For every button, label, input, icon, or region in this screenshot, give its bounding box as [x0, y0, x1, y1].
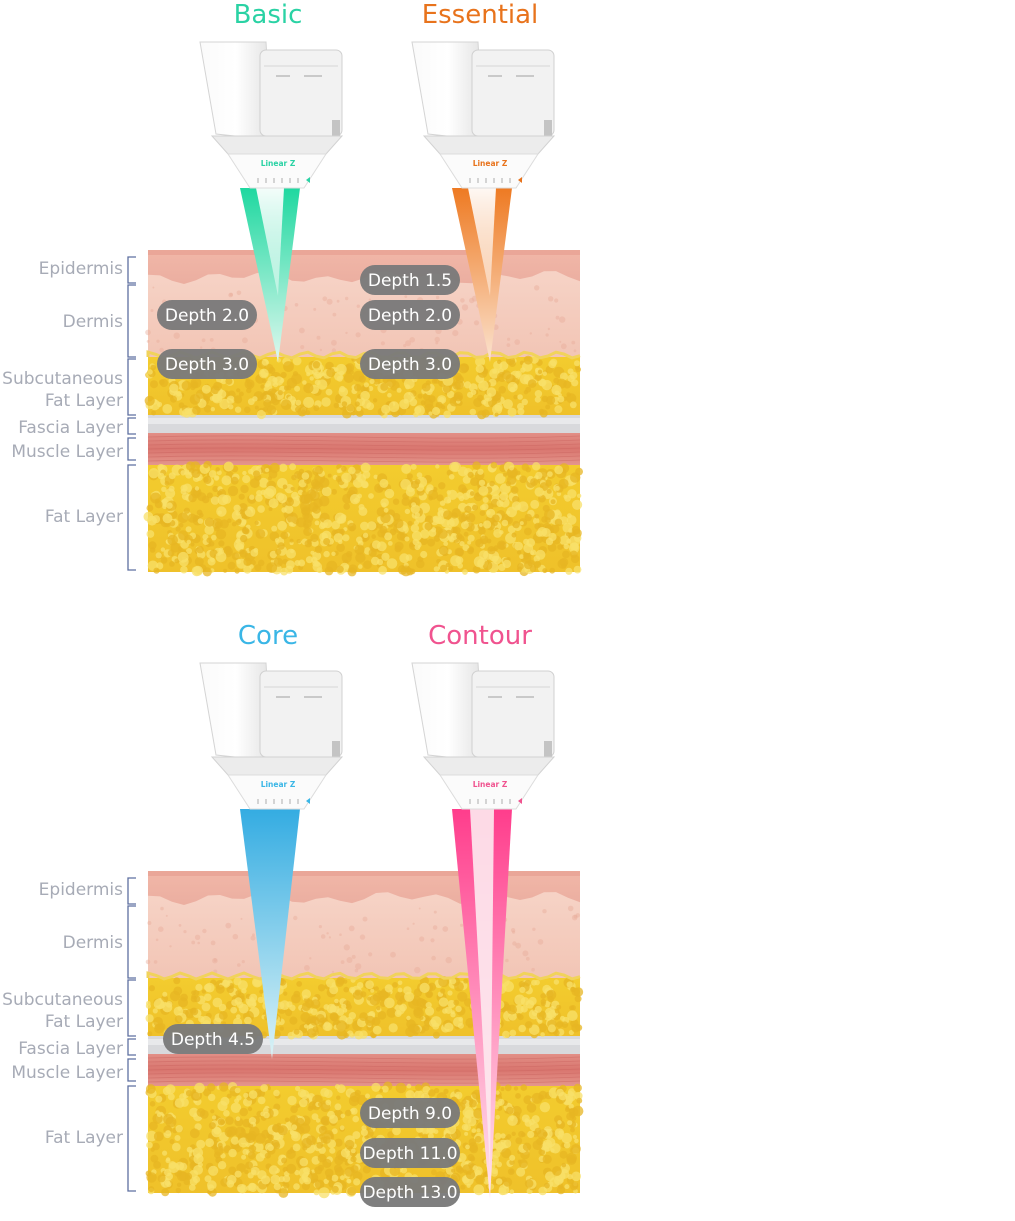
layer-label-subcutaneous: Subcutaneous [2, 369, 123, 389]
mode-title-essential: Essential [422, 0, 539, 30]
layer-bracket-dermis: Dermis [63, 905, 136, 979]
layer-label-fat: Fat Layer [45, 1128, 123, 1148]
svg-text:Depth 2.0: Depth 2.0 [368, 306, 452, 326]
svg-text:Depth 9.0: Depth 9.0 [368, 1104, 452, 1124]
layer-label-muscle: Muscle Layer [11, 442, 123, 462]
layer-bracket-fat: Fat Layer [45, 464, 136, 571]
svg-text:Depth 11.0: Depth 11.0 [362, 1144, 457, 1164]
layer-label-fascia: Fascia Layer [18, 418, 123, 438]
depth-badge: Depth 2.0 [360, 300, 460, 330]
depth-badge: Depth 9.0 [360, 1098, 460, 1128]
depth-badge: Depth 3.0 [157, 349, 257, 379]
layer-label-epidermis: Epidermis [39, 880, 123, 900]
svg-text:Depth 3.0: Depth 3.0 [368, 355, 452, 375]
energy-beam-core [240, 809, 300, 1059]
layer-label-subcutaneous: Fat Layer [45, 391, 123, 411]
layer-label-muscle: Muscle Layer [11, 1063, 123, 1083]
energy-beam-basic [240, 188, 300, 362]
handpiece-basic: Linear Z [199, 41, 344, 189]
depth-badge: Depth 13.0 [360, 1177, 460, 1207]
mode-title-basic: Basic [234, 0, 303, 30]
handpiece-contour: Linear Z [411, 662, 556, 810]
layer-bracket-epidermis: Epidermis [39, 877, 136, 905]
mode-title-core: Core [238, 621, 298, 651]
layer-bracket-fascia: Fascia Layer [18, 1038, 136, 1059]
layer-bracket-fat: Fat Layer [45, 1085, 136, 1192]
svg-text:Depth 3.0: Depth 3.0 [165, 355, 249, 375]
depth-badge: Depth 3.0 [360, 349, 460, 379]
handpiece-essential: Linear Z [411, 41, 556, 189]
brand-label: Linear Z [473, 780, 508, 789]
depth-badge: Depth 2.0 [157, 300, 257, 330]
mode-title-contour: Contour [428, 621, 532, 651]
svg-text:Depth 2.0: Depth 2.0 [165, 306, 249, 326]
layer-label-dermis: Dermis [63, 312, 124, 332]
layer-label-dermis: Dermis [63, 933, 124, 953]
layer-label-subcutaneous: Subcutaneous [2, 990, 123, 1010]
skin-cross-section [143, 250, 583, 577]
layer-label-fascia: Fascia Layer [18, 1039, 123, 1059]
layer-bracket-dermis: Dermis [63, 284, 136, 358]
brand-label: Linear Z [261, 159, 296, 168]
layer-bracket-fascia: Fascia Layer [18, 417, 136, 438]
energy-beam-contour [452, 809, 512, 1199]
svg-text:Depth 1.5: Depth 1.5 [368, 271, 452, 291]
depth-badge: Depth 1.5 [360, 265, 460, 295]
svg-text:Depth 4.5: Depth 4.5 [171, 1030, 255, 1050]
layer-label-subcutaneous: Fat Layer [45, 1012, 123, 1032]
layer-label-fat: Fat Layer [45, 507, 123, 527]
layer-bracket-muscle: Muscle Layer [11, 1058, 136, 1083]
depth-badge: Depth 11.0 [360, 1138, 460, 1168]
svg-text:Depth 13.0: Depth 13.0 [362, 1183, 457, 1203]
depth-badge: Depth 4.5 [163, 1024, 263, 1054]
layer-bracket-muscle: Muscle Layer [11, 437, 136, 462]
brand-label: Linear Z [473, 159, 508, 168]
handpiece-core: Linear Z [199, 662, 344, 810]
brand-label: Linear Z [261, 780, 296, 789]
energy-beam-essential [452, 188, 512, 362]
layer-label-epidermis: Epidermis [39, 259, 123, 279]
layer-bracket-epidermis: Epidermis [39, 256, 136, 284]
